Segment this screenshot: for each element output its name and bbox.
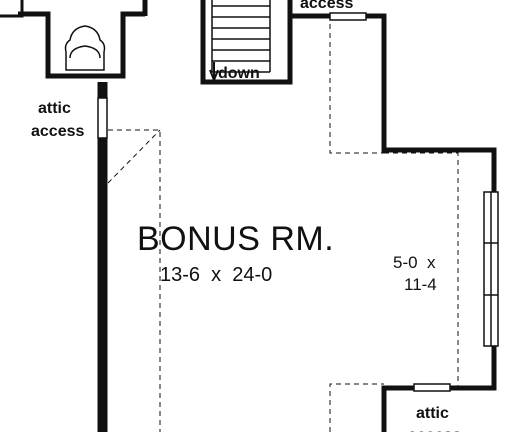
- stairs-label: down: [218, 65, 260, 82]
- room-dimensions: 13-6 x 24-0: [160, 264, 272, 286]
- top-left-wall: [0, 0, 148, 79]
- toilet-icon: [64, 25, 106, 71]
- dashed-lines: [107, 24, 459, 432]
- stairs: [200, 0, 293, 85]
- alcove-dimensions-line2: 11-4: [404, 275, 437, 294]
- alcove-dimensions-line1: 5-0 x: [393, 253, 436, 272]
- attic-access-opening-bottom: [413, 383, 451, 392]
- room-title: BONUS RM.: [137, 220, 334, 258]
- attic-access-left-line1: attic: [38, 100, 71, 117]
- left-wall: [97, 82, 108, 432]
- attic-access-bottom-line1: attic: [416, 405, 449, 422]
- window: [483, 191, 499, 347]
- attic-access-opening-left: [97, 97, 108, 139]
- attic-access-opening-top: [329, 12, 367, 21]
- attic-access-top-label: access: [300, 0, 353, 12]
- attic-access-bottom-line2: access: [408, 427, 461, 432]
- attic-access-left-line2: access: [31, 123, 84, 140]
